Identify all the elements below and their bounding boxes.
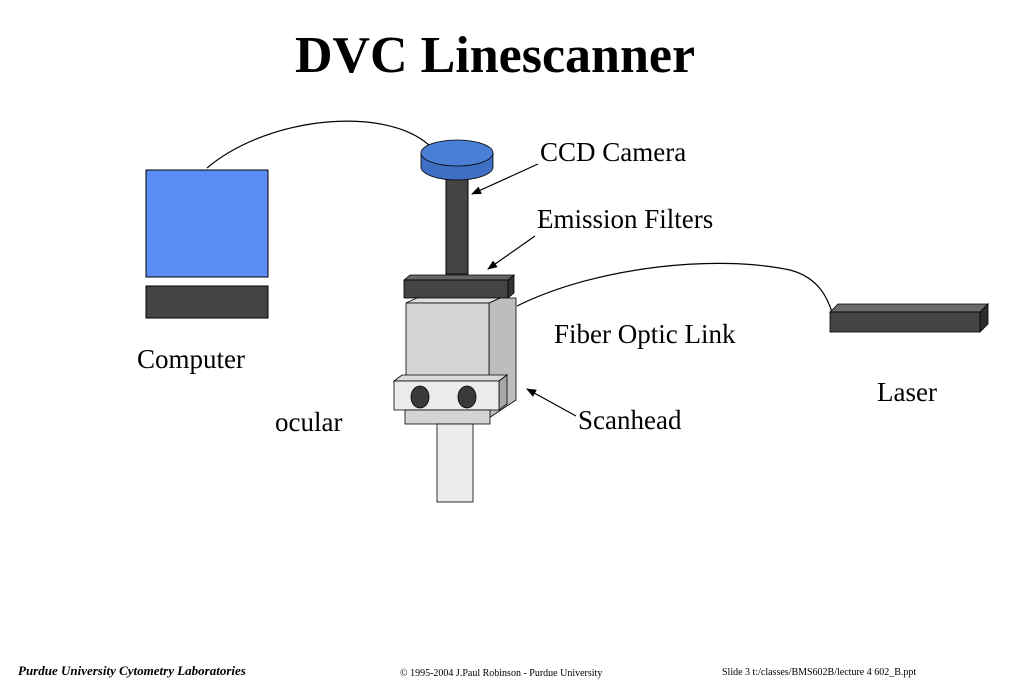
computer-cable: [206, 120, 433, 169]
label-emission-filters: Emission Filters: [537, 204, 714, 234]
label-computer: Computer: [137, 344, 245, 374]
ccd-camera-arrow: [471, 163, 539, 195]
emission-filter-block: [402, 274, 516, 299]
scanhead-lower: [404, 409, 491, 425]
footer-slide-info: Slide 3 t:/classes/BMS602B/lecture 4 602…: [722, 667, 917, 678]
scanhead-arrow: [526, 388, 577, 417]
ocular-block: [392, 374, 509, 411]
label-ocular: ocular: [275, 407, 343, 437]
slide-title: DVC Linescanner: [294, 27, 696, 84]
scanhead-body: [405, 297, 517, 419]
emission-filters-arrow: [487, 235, 536, 270]
computer-base: [145, 285, 269, 319]
ocular-right-lens: [457, 385, 477, 409]
objective-tube: [436, 423, 474, 503]
label-fiber-optic-link: Fiber Optic Link: [554, 319, 736, 349]
label-ccd-camera: CCD Camera: [540, 137, 687, 167]
ocular-left-lens: [410, 385, 430, 409]
laser-unit: [829, 303, 989, 333]
footer-copyright: © 1995-2004 J.Paul Robinson - Purdue Uni…: [400, 668, 603, 679]
computer-monitor: [145, 169, 269, 278]
ccd-camera: [420, 139, 494, 181]
label-laser: Laser: [877, 377, 937, 407]
camera-post: [445, 177, 469, 275]
fiber-optic-cable: [516, 262, 833, 313]
footer-organization: Purdue University Cytometry Laboratories: [18, 663, 246, 678]
label-scanhead: Scanhead: [578, 405, 682, 435]
